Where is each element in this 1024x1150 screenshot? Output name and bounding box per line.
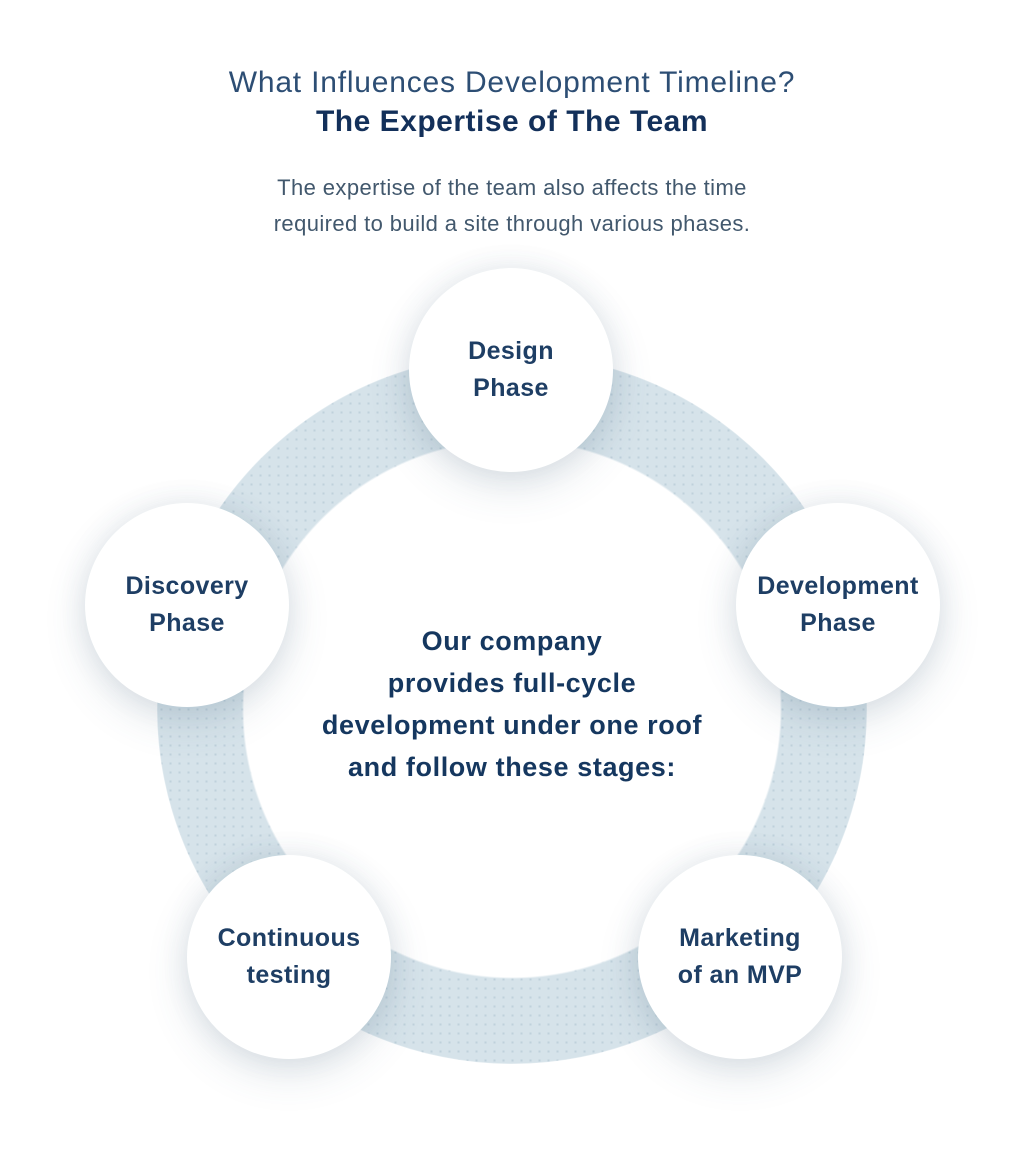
phase-label-line: Marketing	[679, 924, 801, 952]
diagram-center-text: Our company provides full-cycle developm…	[262, 620, 762, 788]
phase-node-continuous-testing: Continuous testing	[187, 855, 391, 1059]
phase-label-line: Development	[757, 572, 919, 600]
center-text-line: and follow these stages:	[348, 752, 676, 782]
phase-node-development: Development Phase	[736, 503, 940, 707]
center-text-line: Our company	[421, 626, 603, 656]
header: What Influences Development Timeline? Th…	[0, 64, 1024, 242]
phase-label-line: Phase	[473, 374, 549, 402]
description-line: The expertise of the team also affects t…	[277, 175, 747, 200]
phase-label-line: Phase	[149, 609, 225, 637]
phase-label-line: Phase	[800, 609, 876, 637]
phase-label-line: testing	[246, 961, 332, 989]
phase-label-line: Continuous	[217, 924, 361, 952]
page-title-emphasis: The Expertise of The Team	[315, 105, 709, 138]
phase-label-line: Design	[468, 337, 554, 365]
center-text-line: provides full-cycle	[387, 668, 637, 698]
phase-label-line: of an MVP	[677, 961, 803, 989]
page-title: What Influences Development Timeline?	[228, 66, 796, 99]
phase-node-marketing-mvp: Marketing of an MVP	[638, 855, 842, 1059]
phase-label-line: Discovery	[125, 572, 249, 600]
page-description: The expertise of the team also affects t…	[0, 170, 1024, 242]
description-line: required to build a site through various…	[273, 211, 751, 236]
phase-node-discovery: Discovery Phase	[85, 503, 289, 707]
phase-node-design: Design Phase	[409, 268, 613, 472]
center-text-line: development under one roof	[321, 710, 703, 740]
